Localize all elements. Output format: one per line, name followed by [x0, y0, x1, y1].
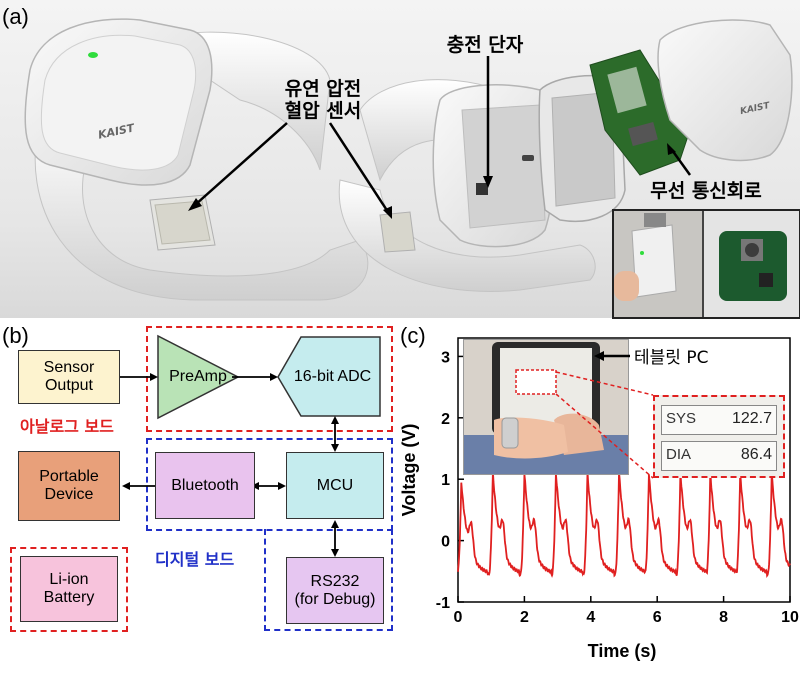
- rs232-line1: RS232: [310, 572, 360, 590]
- device-illustration: [24, 18, 793, 301]
- battery-line2: Battery: [43, 589, 95, 606]
- y-tick-label: -1: [436, 595, 450, 612]
- dia-label: DIA: [666, 446, 692, 463]
- dia-row: DIA 86.4: [661, 441, 777, 471]
- voltage-trace: [457, 471, 791, 579]
- digital-board-outline-top: [146, 438, 393, 531]
- sensor-output-line2: Output: [44, 377, 93, 394]
- panel-label-b: (b): [2, 323, 29, 348]
- zoom-connectors: [555, 351, 654, 479]
- charging-terminal-label: 충전 단자: [446, 34, 524, 56]
- y-tick-label: 3: [441, 349, 450, 366]
- adc-shape: [277, 336, 381, 417]
- portable-device-line1: Portable: [39, 468, 99, 485]
- adc-label: 16-bit ADC: [293, 368, 372, 385]
- sys-label: SYS: [666, 410, 697, 427]
- sensor-label: 유연 압전 혈압 센서: [268, 78, 378, 122]
- battery-line1: Li-ion: [49, 571, 89, 588]
- digital-board-label: 디지털 보드: [155, 550, 235, 569]
- panel-label-c: (c): [400, 323, 426, 348]
- tablet-photo: [463, 339, 629, 475]
- tablet-illustration: [464, 340, 628, 474]
- x-tick-label: 10: [781, 609, 799, 626]
- sensor-label-line2: 혈압 센서: [284, 100, 362, 122]
- wearable-device-photo: KAIST KAIST 유연 압전 혈압 센서 충전 단자 무선 통신회로: [0, 0, 800, 319]
- bluetooth-block: Bluetooth: [155, 452, 255, 519]
- device-inset-photo: [612, 209, 800, 319]
- y-tick-label: 0: [441, 534, 450, 551]
- x-axis-label: Time (s): [588, 641, 657, 661]
- bp-zoom-inset: SYS 122.7 DIA 86.4: [653, 395, 785, 478]
- sensor-label-line1: 유연 압전: [284, 78, 362, 100]
- portable-device-line2: Device: [44, 486, 94, 503]
- battery-outline: [10, 547, 128, 632]
- analog-board-label: 아날로그 보드: [20, 417, 114, 436]
- inset-illustration: [614, 211, 799, 317]
- x-tick-label: 6: [653, 609, 662, 626]
- x-tick-label: 4: [586, 609, 595, 626]
- preamp-label: PreAmp: [169, 368, 227, 385]
- x-tick-label: 2: [520, 609, 529, 626]
- x-tick-label: 8: [719, 609, 728, 626]
- digital-board-outline-bottom: [264, 529, 393, 631]
- rs232-block: RS232(for Debug): [286, 557, 384, 624]
- sensor-output-line1: Sensor: [43, 359, 95, 376]
- y-tick-label: 2: [441, 411, 450, 428]
- tablet-pc-label: 테블릿 PC: [634, 348, 709, 368]
- sys-row: SYS 122.7: [661, 405, 777, 435]
- y-axis-label: Voltage (V): [399, 424, 419, 517]
- analog-board-outline: [146, 326, 393, 432]
- rs232-line2: (for Debug): [294, 590, 376, 608]
- plot-frame: [457, 337, 791, 603]
- wireless-circuit-label: 무선 통신회로: [650, 180, 762, 202]
- dia-value: 86.4: [740, 446, 772, 463]
- mcu-block: MCU: [286, 452, 384, 519]
- x-tick-label: 0: [454, 609, 463, 626]
- sys-value: 122.7: [731, 410, 772, 427]
- y-tick-label: 1: [441, 472, 450, 489]
- panel-label-a: (a): [2, 4, 29, 29]
- block-diagram-shapes: [120, 334, 381, 557]
